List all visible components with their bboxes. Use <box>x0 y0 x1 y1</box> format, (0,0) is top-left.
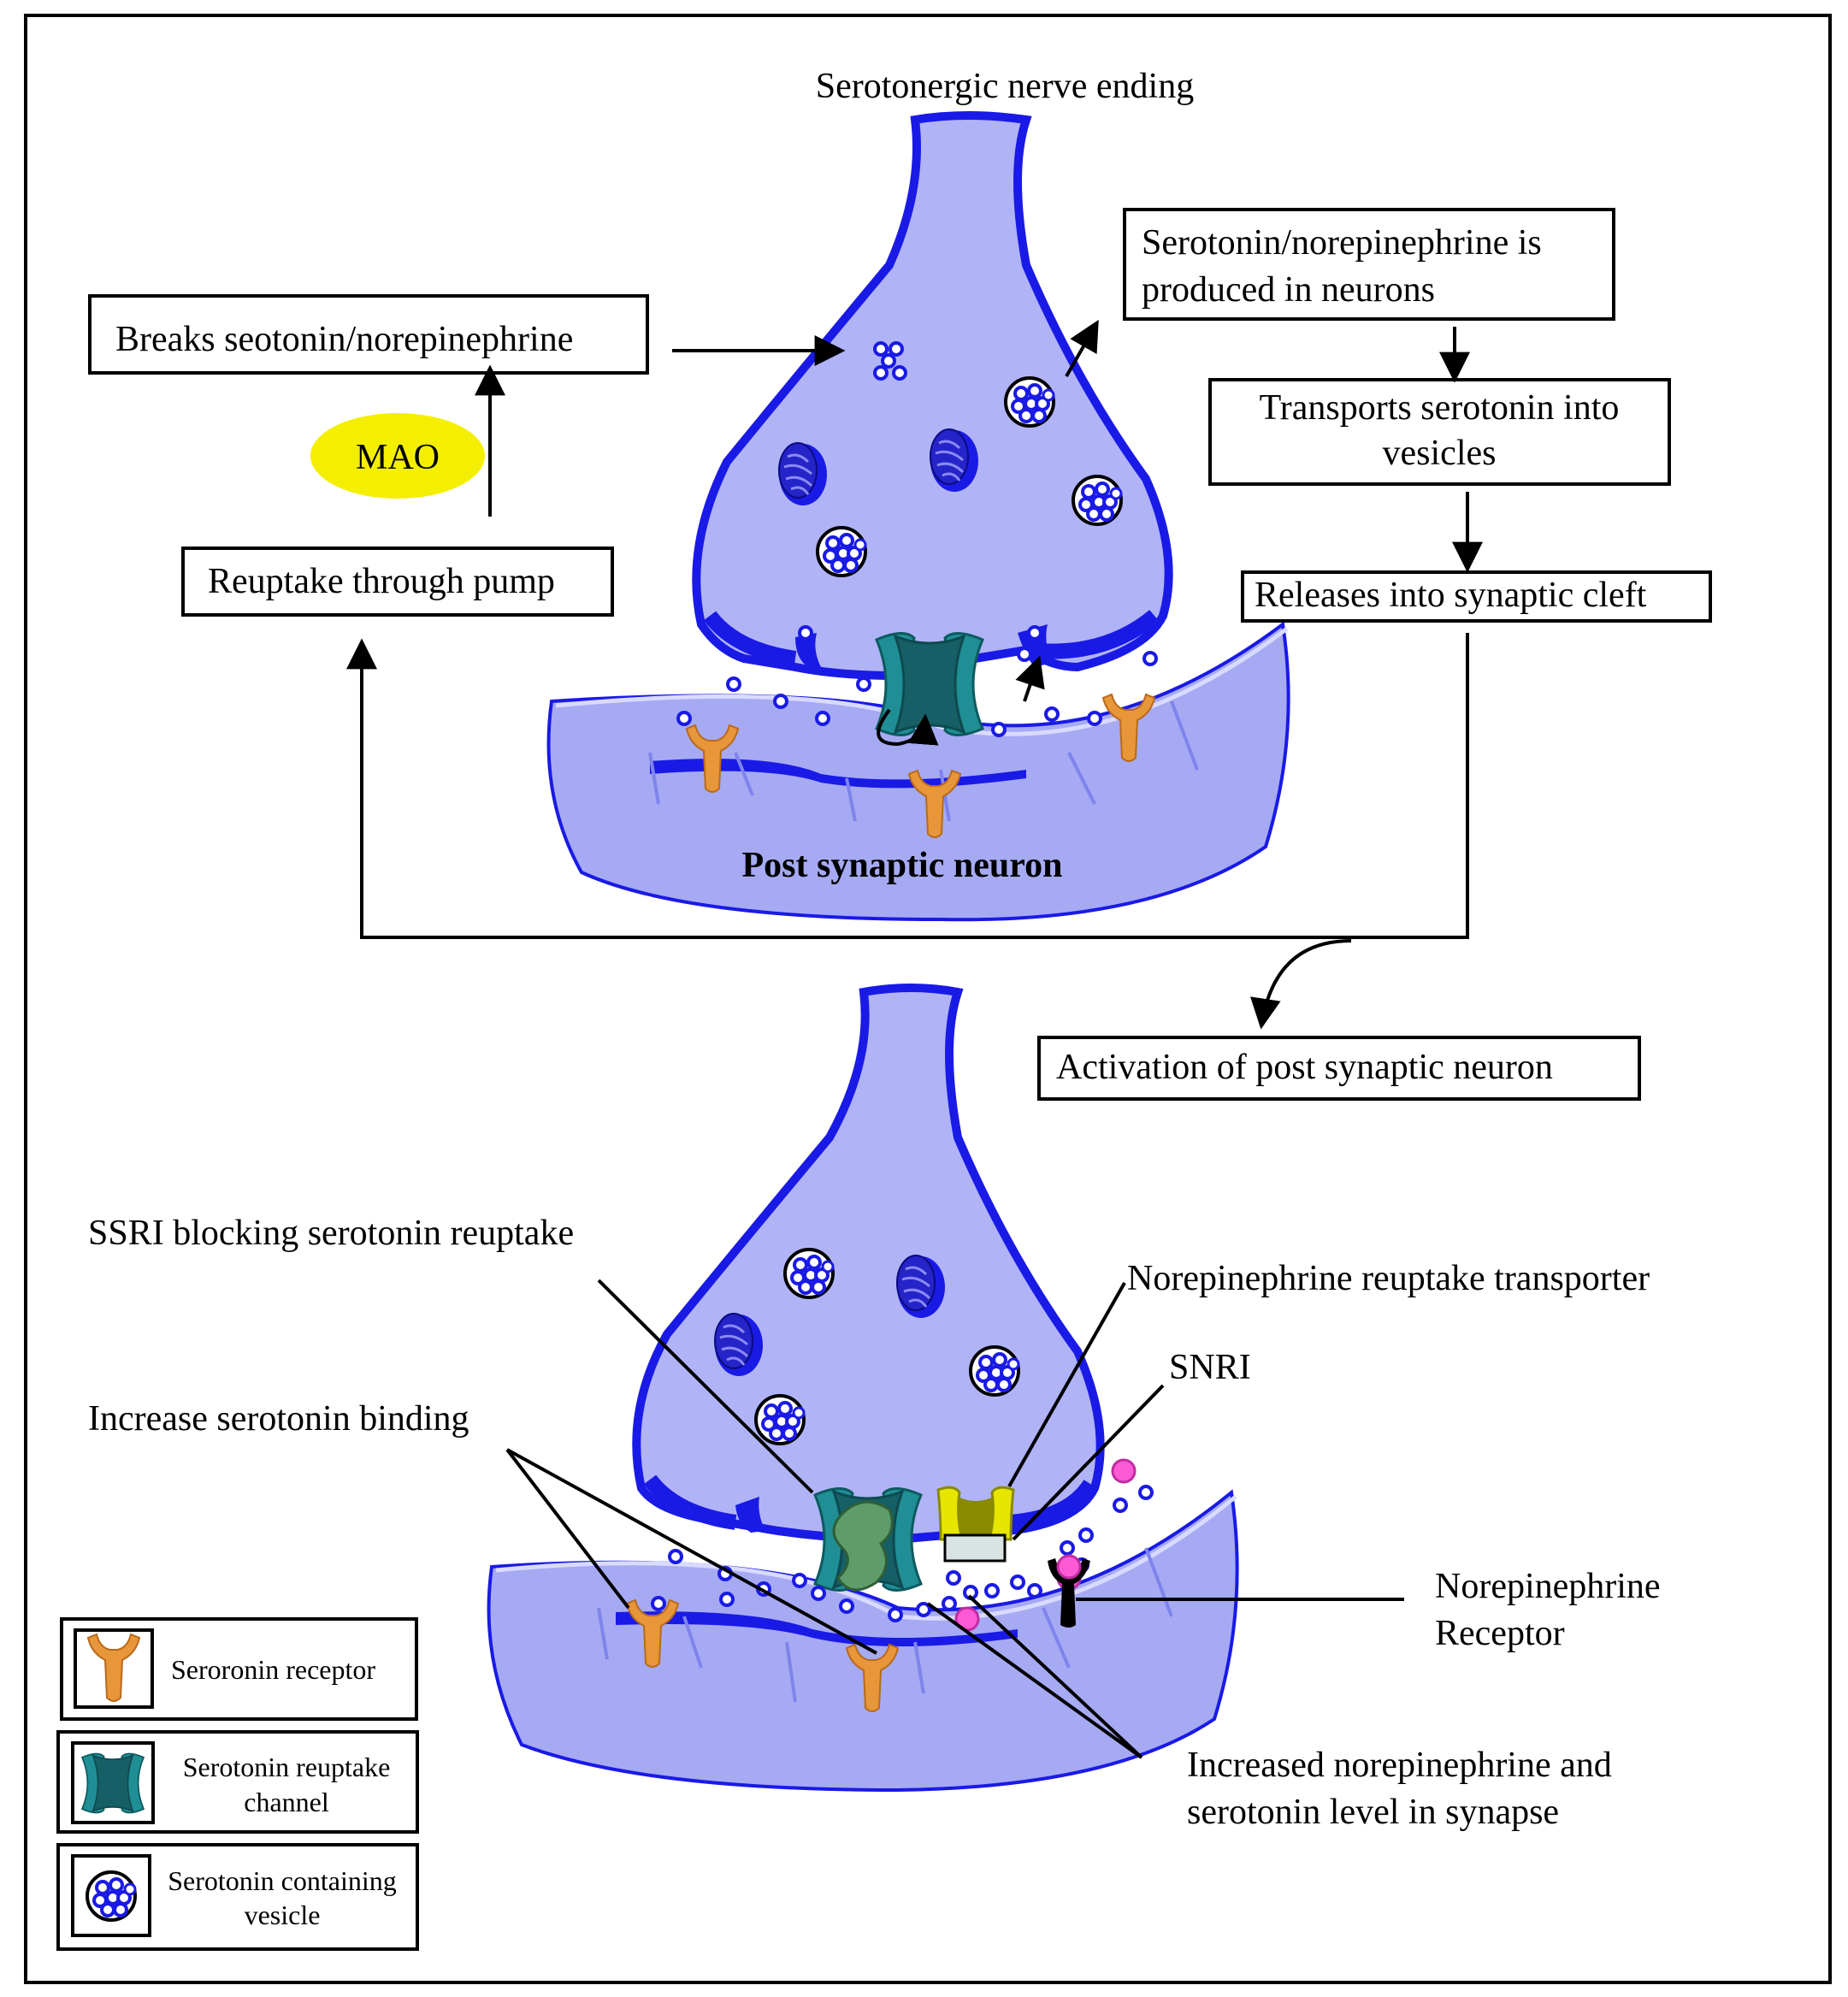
transports-label-line2: vesicles <box>1383 434 1497 473</box>
legend-channel-icon <box>81 1752 145 1814</box>
bottom-ssri-blocked-channel <box>813 1486 923 1592</box>
increase-binding-label: Increase serotonin binding <box>88 1399 469 1439</box>
increased-level-label-line1: Increased norepinephrine and <box>1187 1746 1612 1785</box>
mao-label: MAO <box>356 438 440 477</box>
post-synaptic-label: Post synaptic neuron <box>742 846 1063 885</box>
produced-label-line2: produced in neurons <box>1142 270 1435 310</box>
releases-label: Releases into synaptic cleft <box>1255 576 1647 615</box>
bottom-vesicle-1 <box>783 1248 835 1299</box>
legend-vesicle-label-line2: vesicle <box>245 1900 321 1930</box>
legend-vesicle-icon <box>86 1870 137 1922</box>
bottom-pointer-lines <box>505 1279 1404 1759</box>
legend-receptor-label: Seroronin receptor <box>171 1654 375 1685</box>
bottom-serotonergic-nerve-ending <box>632 984 1105 1545</box>
top-serotonergic-nerve-ending <box>692 111 1173 681</box>
bottom-release-pore <box>735 1497 765 1533</box>
bottom-ne-reuptake-transporter <box>936 1486 1015 1563</box>
releases-box <box>1241 570 1712 623</box>
top-vesicle-3 <box>1072 475 1123 526</box>
mao-ellipse <box>310 413 485 499</box>
ne-receptor-label-line1: Norepinephrine <box>1435 1567 1661 1606</box>
ssri-blocking-label: SSRI blocking serotonin reuptake <box>88 1214 574 1253</box>
bottom-norepinephrine-receptor <box>1048 1554 1090 1628</box>
increased-level-label-line2: serotonin level in synapse <box>1187 1793 1559 1832</box>
top-reuptake-curve-arrow <box>877 708 939 747</box>
transports-label-line1: Transports serotonin into <box>1260 388 1620 428</box>
top-title: Serotonergic nerve ending <box>816 67 1194 106</box>
reuptake-pump-label: Reuptake through pump <box>208 562 555 601</box>
legend: Seroronin receptor Serotonin reuptake ch… <box>56 1617 419 1951</box>
legend-channel-label-line2: channel <box>244 1787 329 1817</box>
top-flow-arrows <box>346 319 1483 1030</box>
outer-frame <box>24 14 1832 1984</box>
transports-box <box>1208 378 1671 486</box>
top-vesicle-1 <box>816 526 867 577</box>
bottom-vesicle-3 <box>754 1394 806 1445</box>
breaks-box <box>88 294 649 375</box>
bottom-vesicle-2 <box>969 1345 1020 1397</box>
top-vesicle-2 <box>1004 376 1055 428</box>
top-reuptake-channel <box>875 631 984 737</box>
legend-vesicle-label-line1: Serotonin containing <box>168 1865 397 1896</box>
activation-label: Activation of post synaptic neuron <box>1056 1048 1553 1087</box>
legend-channel-label-line1: Serotonin reuptake <box>183 1752 391 1782</box>
ne-transporter-label: Norepinephrine reuptake transporter <box>1127 1259 1650 1298</box>
ne-receptor-label-line2: Receptor <box>1435 1614 1565 1653</box>
activation-box <box>1037 1036 1641 1101</box>
breaks-label: Breaks seotonin/norepinephrine <box>115 320 573 359</box>
bottom-post-synaptic-neuron <box>487 1489 1239 1793</box>
reuptake-pump-box <box>181 547 614 617</box>
produced-label-line1: Serotonin/norepinephrine is <box>1142 223 1542 263</box>
top-release-arrow <box>1015 655 1045 702</box>
produced-box <box>1123 208 1615 321</box>
snri-label: SNRI <box>1169 1348 1251 1387</box>
